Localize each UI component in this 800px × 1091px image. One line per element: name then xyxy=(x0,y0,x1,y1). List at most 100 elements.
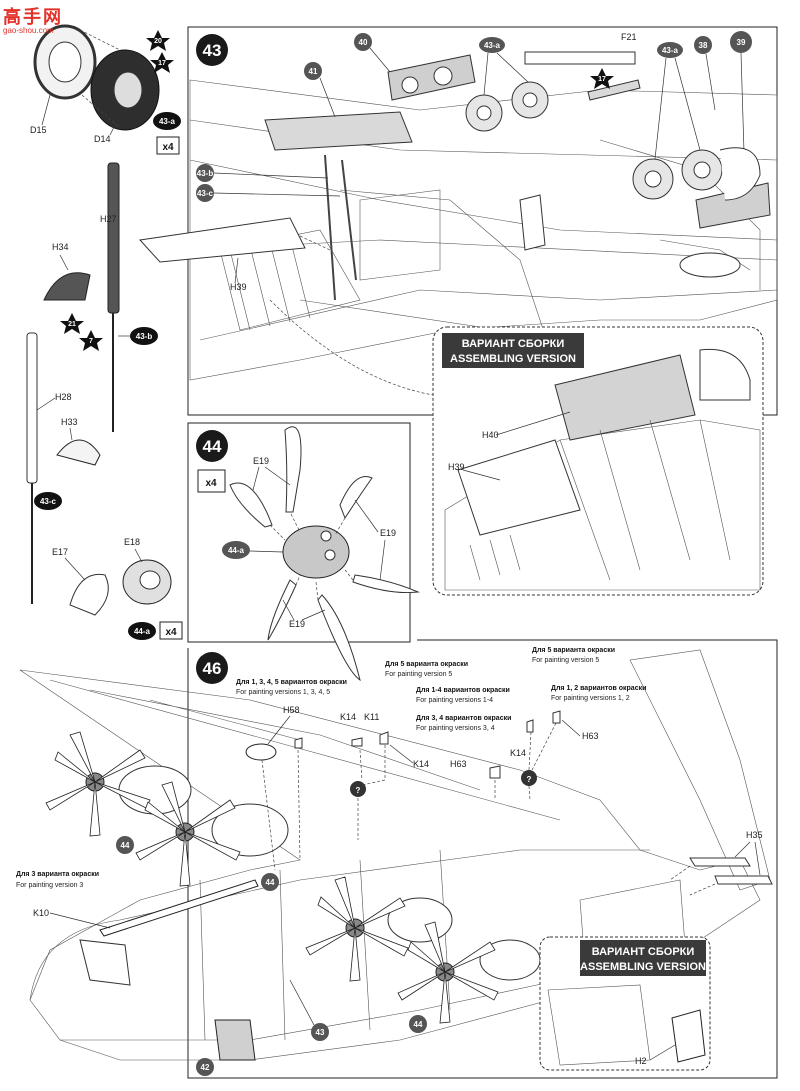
bubble-42 xyxy=(196,1058,214,1076)
subassembly-spinner: E17 E18 44-a x4 xyxy=(52,537,183,640)
propeller-3 xyxy=(305,876,409,982)
propeller-4 xyxy=(397,921,499,1024)
svg-text:ASSEMBLING VERSION: ASSEMBLING VERSION xyxy=(450,353,576,365)
svg-text:Для 5 варианта окраски: Для 5 варианта окраски xyxy=(385,661,468,668)
svg-text:7: 7 xyxy=(89,338,93,345)
svg-text:x4: x4 xyxy=(165,627,177,638)
svg-text:Для 5 варианта окраски: Для 5 варианта окраски xyxy=(532,647,615,654)
bubble-44-1 xyxy=(116,836,134,854)
bubble-43a-1 xyxy=(479,37,505,53)
svg-text:44-a: 44-a xyxy=(228,546,245,555)
svg-text:K14: K14 xyxy=(340,712,356,722)
svg-text:H28: H28 xyxy=(55,392,72,402)
bubble-43c xyxy=(196,184,214,202)
wheels-upper-group xyxy=(465,81,723,200)
blade-right-upper xyxy=(339,476,373,520)
step-46-number-badge xyxy=(196,652,228,684)
svg-text:46: 46 xyxy=(203,659,222,678)
svg-text:K10: K10 xyxy=(33,908,49,918)
svg-text:x4: x4 xyxy=(162,142,174,153)
step-43-alt-drawing xyxy=(444,348,761,591)
svg-text:H39: H39 xyxy=(230,282,247,292)
svg-text:For painting versions 1-4: For painting versions 1-4 xyxy=(416,697,493,704)
part-k10-strip xyxy=(99,879,259,937)
svg-text:42: 42 xyxy=(201,1063,210,1072)
question-icon xyxy=(350,781,366,797)
svg-text:Для 1, 2 вариантов окраски: Для 1, 2 вариантов окраски xyxy=(551,685,646,692)
part-f21 xyxy=(524,51,636,65)
part-h58 xyxy=(245,743,277,761)
bubble-43a-left xyxy=(153,112,181,130)
svg-text:H34: H34 xyxy=(52,242,69,252)
part-h35-b xyxy=(714,875,773,885)
svg-text:17: 17 xyxy=(158,60,166,67)
mult-box-x4-spinner xyxy=(159,621,183,640)
propeller-hub xyxy=(282,525,350,579)
svg-text:44: 44 xyxy=(203,437,222,456)
svg-text:ASSEMBLING VERSION: ASSEMBLING VERSION xyxy=(580,961,706,973)
svg-text:?: ? xyxy=(527,775,532,784)
bubble-43b-left xyxy=(130,327,158,345)
star-7 xyxy=(79,330,103,351)
svg-text:ВАРИАНТ СБОРКИ: ВАРИАНТ СБОРКИ xyxy=(462,338,565,350)
svg-text:44-a: 44-a xyxy=(134,627,151,636)
bubble-44a-left xyxy=(128,622,156,640)
blade-bottom-left xyxy=(267,579,297,641)
svg-text:E18: E18 xyxy=(124,537,140,547)
svg-text:H33: H33 xyxy=(61,417,78,427)
svg-text:40: 40 xyxy=(359,38,368,47)
bubble-39 xyxy=(730,31,752,53)
step-46-alt-version-label xyxy=(580,940,706,976)
propeller-2 xyxy=(135,781,241,887)
bubble-41 xyxy=(304,62,322,80)
step-44: 44 x4 44-a E19 E19 E19 xyxy=(196,426,420,682)
svg-text:H2: H2 xyxy=(635,1056,647,1066)
svg-text:44: 44 xyxy=(414,1020,423,1029)
blade-bottom-right xyxy=(317,594,361,682)
subassembly-wheel: D15 D14 20 17 43-a x4 xyxy=(30,24,181,155)
svg-text:E17: E17 xyxy=(52,547,68,557)
step-46: 46 xyxy=(16,647,773,1076)
step-43-number: 43 xyxy=(203,41,222,60)
watermark-main: 高手网 xyxy=(3,7,63,27)
watermark-logo: 高手网 gao-shou.com xyxy=(3,3,75,35)
part-42-hatch xyxy=(214,1019,256,1061)
svg-text:44: 44 xyxy=(121,841,130,850)
star-17-wheel xyxy=(150,52,174,73)
part-41-door xyxy=(264,111,413,151)
svg-text:43: 43 xyxy=(316,1028,325,1037)
step-46-frame xyxy=(187,639,778,1079)
bubble-43c-left xyxy=(34,492,62,510)
svg-text:D15: D15 xyxy=(30,125,47,135)
bubble-44a-hub xyxy=(222,541,250,559)
svg-text:43-b: 43-b xyxy=(197,169,214,178)
svg-text:For painting versions 1, 2: For painting versions 1, 2 xyxy=(551,695,630,702)
bubble-40 xyxy=(354,33,372,51)
svg-text:Для 1, 3, 4, 5 вариантов окрас: Для 1, 3, 4, 5 вариантов окраски xyxy=(236,679,347,686)
svg-text:38: 38 xyxy=(699,41,708,50)
svg-text:H27: H27 xyxy=(100,214,117,224)
bubble-44-3 xyxy=(409,1015,427,1033)
step-44-number-badge xyxy=(196,430,228,462)
svg-text:K14: K14 xyxy=(510,748,526,758)
svg-text:44: 44 xyxy=(266,878,275,887)
question-icon xyxy=(521,770,537,786)
step-43-alt-version-label xyxy=(442,333,584,368)
svg-text:H63: H63 xyxy=(582,731,599,741)
svg-text:H40: H40 xyxy=(482,430,499,440)
svg-text:43-a: 43-a xyxy=(662,46,679,55)
svg-text:Для 3 варианта окраски: Для 3 варианта окраски xyxy=(16,871,99,878)
star-21 xyxy=(60,313,84,334)
star-20 xyxy=(146,30,170,51)
svg-text:K14: K14 xyxy=(413,759,429,769)
part-h39-door xyxy=(138,217,306,263)
svg-text:E19: E19 xyxy=(289,619,305,629)
bubble-44-2 xyxy=(261,873,279,891)
svg-text:Для 1-4 вариантов окраски: Для 1-4 вариантов окраски xyxy=(416,687,510,694)
bubble-43 xyxy=(311,1023,329,1041)
svg-text:H35: H35 xyxy=(746,830,763,840)
mult-box-x4-wheel xyxy=(156,136,180,155)
svg-text:20: 20 xyxy=(154,38,162,45)
bubble-38 xyxy=(694,36,712,54)
